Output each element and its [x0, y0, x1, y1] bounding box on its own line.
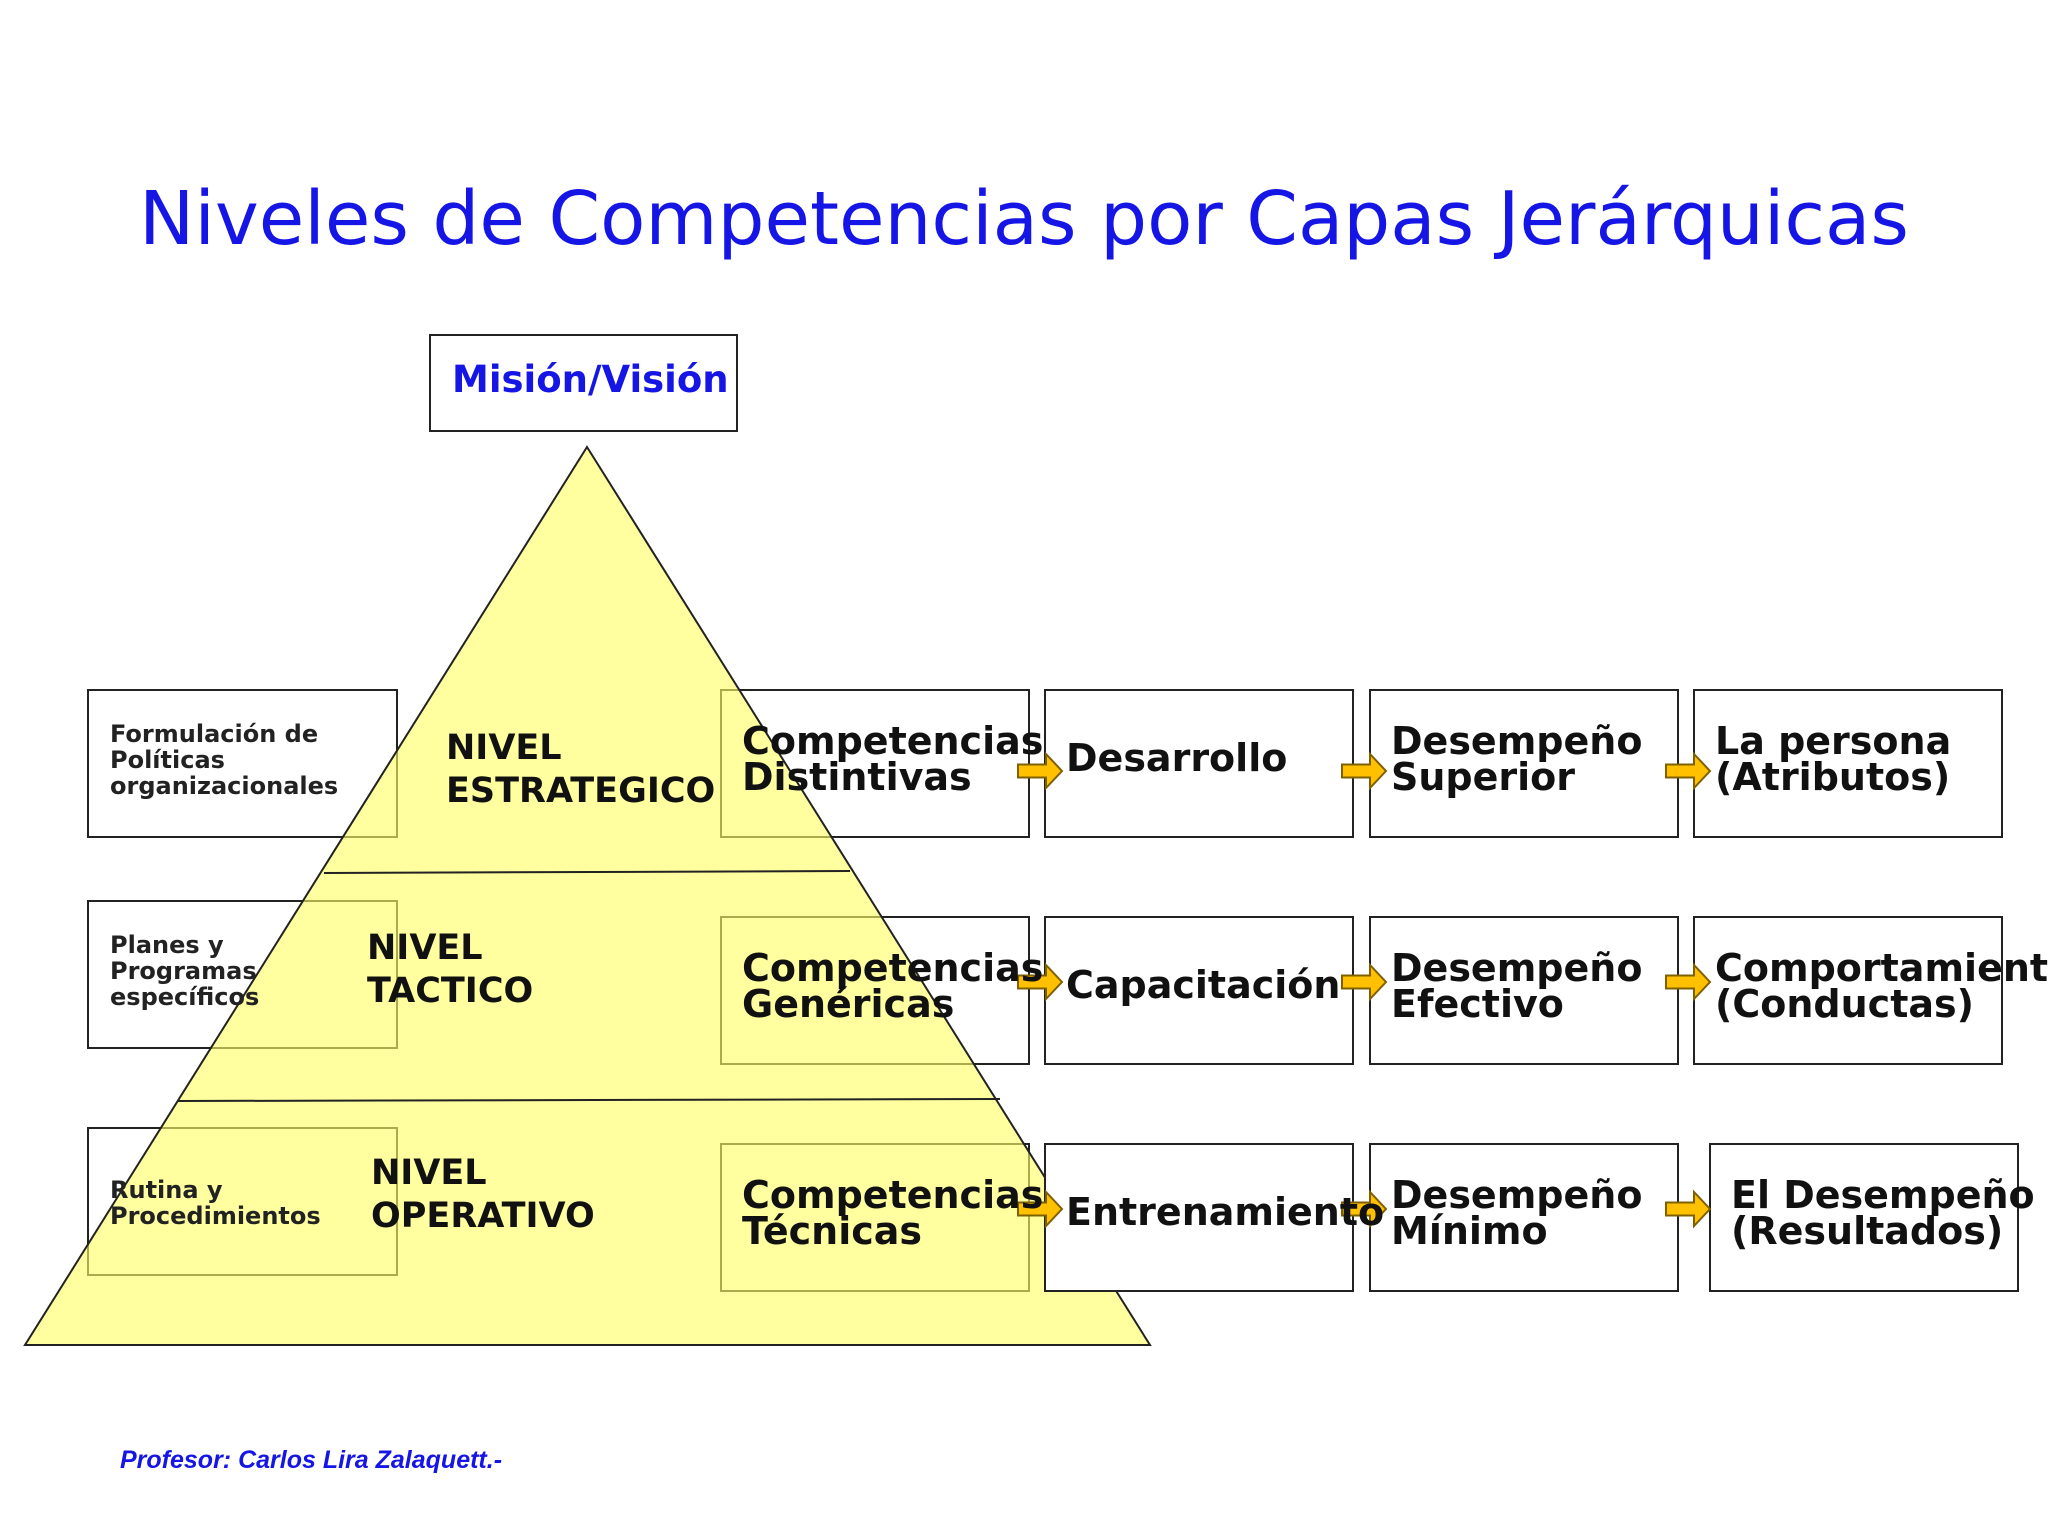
resultado-box-row-1 — [1693, 689, 2003, 838]
left-label-row-2: Planes y Programas específicos — [110, 931, 260, 1011]
medio-label-line: Desarrollo — [1066, 736, 1288, 780]
pyramid-layer-line-1 — [323, 870, 851, 874]
arrow-right-icon — [1341, 751, 1388, 791]
arrow-right-icon — [1017, 962, 1064, 1002]
resultado-label-line: (Resultados) — [1731, 1209, 2004, 1254]
left-box-row-1 — [87, 689, 398, 838]
desempeno-label-row-1: Desempeño Superior — [1391, 719, 1643, 800]
desempeno-label-line: Desempeño — [1391, 1173, 1643, 1217]
page-title: Niveles de Competencias por Capas Jerárq… — [139, 176, 1909, 262]
competencia-label-line: Competencias — [742, 719, 1044, 763]
resultado-box-row-3 — [1709, 1143, 2019, 1292]
level-label-line: TACTICO — [367, 970, 534, 1011]
resultado-label-line: La persona — [1715, 719, 1952, 763]
resultado-label-line: El Desempeño — [1731, 1173, 2035, 1217]
resultado-label-line: (Atributos) — [1715, 755, 1951, 800]
level-label-row-3: NIVEL OPERATIVO — [371, 1152, 595, 1237]
desempeno-label-line: Desempeño — [1391, 719, 1643, 763]
footer-author: Profesor: Carlos Lira Zalaquett.- — [120, 1446, 503, 1474]
medio-label-row-1: Desarrollo — [1066, 736, 1288, 780]
medio-box-row-3 — [1044, 1143, 1354, 1292]
resultado-label-row-1: La persona (Atributos) — [1715, 719, 1952, 800]
arrow-right-icon — [1665, 751, 1712, 791]
arrow-right-icon — [1341, 962, 1388, 1002]
competencia-label-line: Competencias — [742, 1173, 1044, 1217]
medio-label-line: Entrenamiento — [1066, 1190, 1385, 1234]
level-label-line: NIVEL — [371, 1153, 487, 1193]
competencia-label-line: Competencias — [742, 946, 1044, 990]
left-label-line: organizacionales — [110, 771, 339, 800]
left-label-row-3: Rutina y Procedimientos — [110, 1176, 321, 1230]
arrow-right-icon — [1017, 1189, 1064, 1229]
arrow-right-icon — [1017, 751, 1064, 791]
competencia-label-row-1: Competencias Distintivas — [742, 719, 1044, 800]
arrow-right-icon — [1341, 1189, 1388, 1229]
competencia-label-row-3: Competencias Técnicas — [742, 1173, 1044, 1254]
level-label-line: OPERATIVO — [371, 1195, 595, 1236]
left-label-line: Formulación de — [110, 720, 319, 748]
resultado-label-line: (Conductas) — [1715, 982, 1974, 1027]
arrow-right-icon — [1665, 962, 1712, 1002]
left-label-line: Rutina y — [110, 1176, 223, 1204]
competencia-label-row-2: Competencias Genéricas — [742, 946, 1044, 1027]
medio-label-row-2: Capacitación — [1066, 963, 1341, 1007]
desempeno-label-line: Mínimo — [1391, 1209, 1548, 1254]
left-label-row-1: Formulación de Políticas organizacionale… — [110, 720, 339, 800]
level-label-line: NIVEL — [446, 728, 562, 768]
mision-vision-label: Misión/Visión — [452, 358, 729, 401]
desempeno-label-row-3: Desempeño Mínimo — [1391, 1173, 1643, 1254]
level-label-line: ESTRATEGICO — [446, 770, 716, 811]
arrow-right-icon — [1665, 1189, 1712, 1229]
competencia-label-line: Técnicas — [742, 1209, 923, 1254]
resultado-label-row-3: El Desempeño (Resultados) — [1731, 1173, 2035, 1254]
desempeno-label-row-2: Desempeño Efectivo — [1391, 946, 1643, 1027]
desempeno-box-row-3 — [1369, 1143, 1679, 1292]
resultado-box-row-2 — [1693, 916, 2003, 1065]
medio-label-line: Capacitación — [1066, 963, 1341, 1007]
level-label-line: NIVEL — [367, 928, 483, 968]
left-label-line: específicos — [110, 982, 260, 1011]
left-label-line: Programas — [110, 956, 257, 985]
competencia-label-line: Distintivas — [742, 755, 972, 800]
competencia-label-line: Genéricas — [742, 982, 955, 1027]
level-label-row-2: NIVEL TACTICO — [367, 927, 533, 1012]
resultado-label-line: Comportamiento — [1715, 946, 2048, 990]
mision-vision-box — [429, 334, 738, 432]
desempeno-box-row-1 — [1369, 689, 1679, 838]
level-label-row-1: NIVEL ESTRATEGICO — [446, 727, 715, 812]
left-label-line: Procedimientos — [110, 1201, 321, 1230]
left-label-line: Planes y — [110, 931, 224, 959]
desempeno-box-row-2 — [1369, 916, 1679, 1065]
desempeno-label-line: Superior — [1391, 755, 1576, 800]
arrows — [1017, 751, 1712, 1229]
pyramid-layer-line-2 — [176, 1098, 1001, 1102]
medio-label-row-3: Entrenamiento — [1066, 1190, 1385, 1234]
desempeno-label-line: Efectivo — [1391, 982, 1564, 1027]
desempeno-label-line: Desempeño — [1391, 946, 1643, 990]
left-label-line: Políticas — [110, 745, 225, 774]
resultado-label-row-2: Comportamiento (Conductas) — [1715, 946, 2048, 1027]
pyramid — [23, 445, 1152, 1346]
